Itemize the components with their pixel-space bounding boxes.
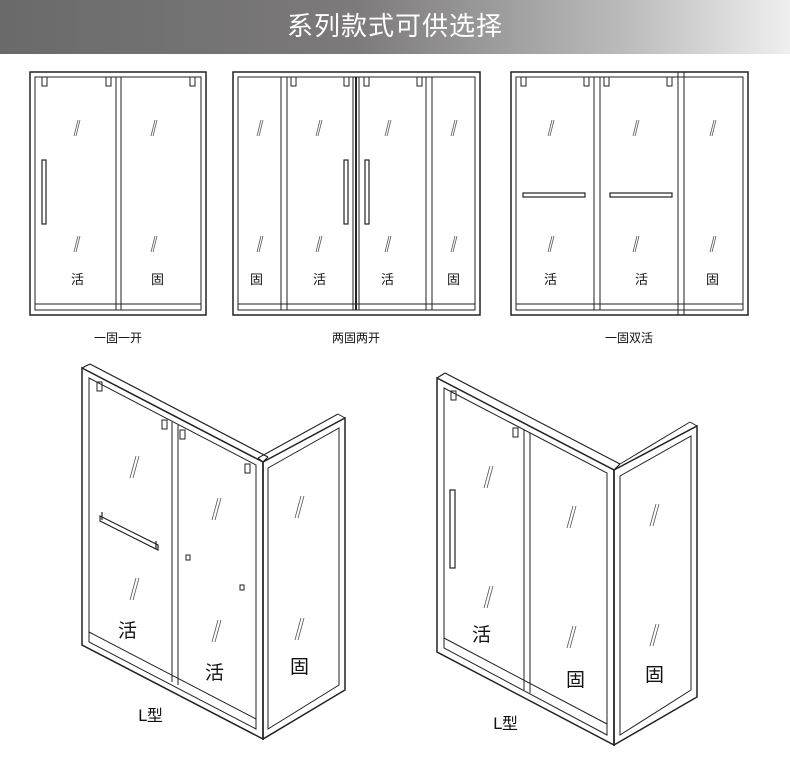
l-shape-enclosure-2 xyxy=(436,372,698,747)
panel-label: 固 xyxy=(645,664,664,686)
l-shape-caption: L型 xyxy=(138,706,163,725)
panel-label: 活 xyxy=(313,273,326,288)
page-title: 系列款式可供选择 xyxy=(286,12,503,42)
panel-label: 固 xyxy=(250,273,263,288)
panel-label: 固 xyxy=(151,273,164,288)
style-caption: 一固双活 xyxy=(604,331,653,345)
style-one-fixed-one-open xyxy=(29,71,207,316)
panel-label: 固 xyxy=(566,669,585,691)
panel-label: 活 xyxy=(544,273,557,288)
panel-label: 固 xyxy=(290,656,309,678)
panel-label: 固 xyxy=(447,273,460,288)
panel-label: 活 xyxy=(381,273,394,288)
style-caption: 两固两开 xyxy=(331,331,380,345)
style-one-fixed-double-open xyxy=(510,71,749,316)
panel-label: 活 xyxy=(472,624,491,646)
style-two-fixed-two-open xyxy=(232,71,481,316)
panel-label: 固 xyxy=(706,273,719,288)
l-shape-caption: L型 xyxy=(493,714,518,733)
panel-label: 活 xyxy=(118,620,137,642)
header-banner xyxy=(0,0,790,54)
panel-label: 活 xyxy=(205,662,224,684)
style-caption: 一固一开 xyxy=(93,331,142,345)
l-shape-enclosure-1 xyxy=(81,363,346,741)
panel-label: 活 xyxy=(71,273,84,288)
panel-label: 活 xyxy=(635,273,648,288)
